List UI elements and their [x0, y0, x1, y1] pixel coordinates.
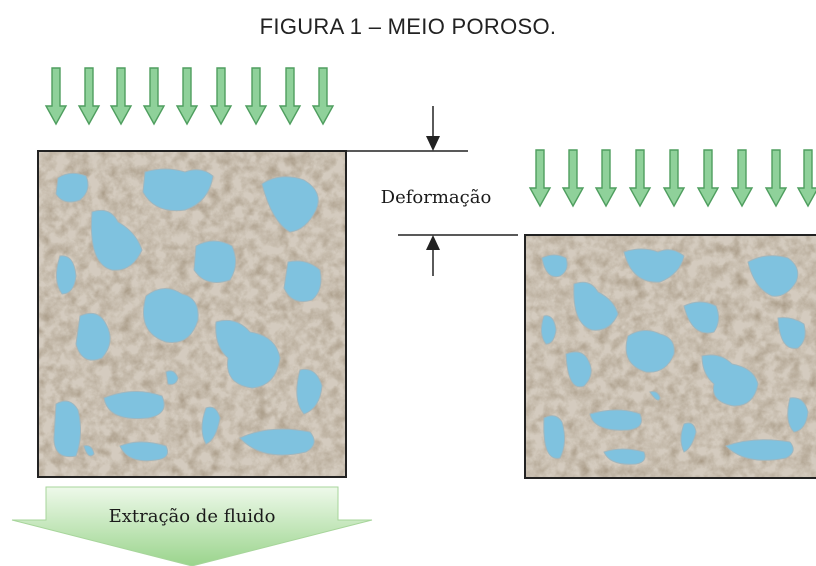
load-arrow-icon: [78, 67, 100, 125]
load-arrow-icon: [731, 149, 753, 207]
load-arrow-icon: [110, 67, 132, 125]
load-arrow-icon: [210, 67, 232, 125]
load-arrow-icon: [629, 149, 651, 207]
left-block-arrows: [45, 67, 334, 125]
deformation-label: Deformação: [381, 187, 492, 208]
right-porous-block: [524, 234, 816, 479]
load-arrow-icon: [797, 149, 816, 207]
load-arrow-icon: [663, 149, 685, 207]
extraction-label: Extração de fluido: [109, 506, 276, 527]
load-arrow-icon: [176, 67, 198, 125]
load-arrow-icon: [529, 149, 551, 207]
load-arrow-icon: [595, 149, 617, 207]
deformation-arrow-icon: [426, 106, 440, 151]
load-arrow-icon: [45, 67, 67, 125]
left-porous-block: [37, 150, 347, 478]
figure-title: FIGURA 1 – MEIO POROSO.: [259, 14, 557, 39]
load-arrow-icon: [312, 67, 334, 125]
load-arrow-icon: [143, 67, 165, 125]
pores: [53, 168, 323, 462]
deformation-annotation: Deformação: [346, 106, 518, 276]
load-arrow-icon: [697, 149, 719, 207]
load-arrow-icon: [279, 67, 301, 125]
load-arrow-icon: [562, 149, 584, 207]
right-block-arrows: [529, 149, 816, 207]
load-arrow-icon: [245, 67, 267, 125]
load-arrow-icon: [765, 149, 787, 207]
deformation-arrow-icon: [426, 235, 440, 276]
pores: [540, 248, 809, 465]
extraction-arrow-icon: Extração de fluido: [11, 486, 373, 566]
